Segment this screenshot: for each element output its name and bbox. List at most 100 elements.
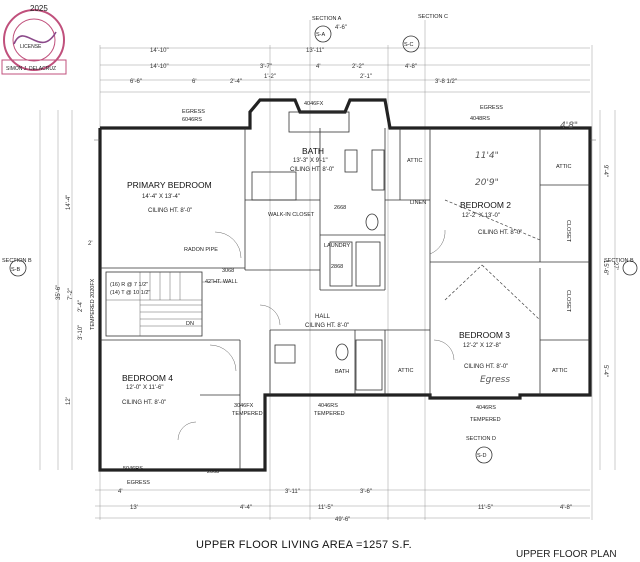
section-c-label: SECTION C (418, 14, 448, 20)
handwritten-2: 20'9" (475, 178, 499, 188)
attic-label-1: ATTIC (407, 158, 423, 164)
dim-right2: 15'-6" (602, 260, 608, 275)
plan-title: UPPER FLOOR PLAN (516, 549, 617, 560)
bedroom4-size: 12'-0" X 11'-6" (126, 385, 163, 391)
stairs-dn-label: DN (186, 321, 194, 327)
walkin-closet-label: WALK-IN CLOSET (268, 212, 315, 218)
dim-top11: 2'-4" (230, 79, 242, 85)
attic-label-3: ATTIC (398, 368, 414, 374)
section-d-label: SECTION D (466, 436, 496, 442)
dimension-gridlines (39, 20, 616, 520)
dim-bottom3: 11'-5" (318, 505, 333, 511)
attic-label-2: ATTIC (556, 164, 572, 170)
stair-note-1: (16) R @ 7 1/2" (110, 282, 148, 288)
section-a-tag: S-A (316, 32, 326, 38)
section-b-right-marker (622, 260, 638, 276)
dim-bottom2: 4'-4" (240, 505, 252, 511)
bedroom3-size: 12'-2" X 12'-8" (463, 343, 501, 349)
dim-top7: 2'-2" (352, 64, 364, 70)
stamp-year: 2025 (30, 4, 48, 13)
dim-bottom1: 13' (130, 505, 138, 511)
section-d-marker (475, 446, 493, 464)
dim-top15: 4'-8" (405, 64, 417, 70)
window-top-code: 4046FX (304, 101, 324, 107)
door-code-2: 2668 (334, 205, 346, 211)
primary-bedroom-name: PRIMARY BEDROOM (127, 180, 212, 190)
section-a-label: SECTION A (312, 16, 342, 22)
stamp-name: SIMON J. DELACRUZ (6, 66, 56, 72)
closet-dashes (444, 199, 541, 321)
tempered1-label: TEMPERED (232, 411, 263, 417)
dim-bottom5: 4'-8" (560, 505, 572, 511)
staircase (105, 271, 230, 337)
dim-bottom4: 11'-5" (478, 505, 493, 511)
dim-top5: 3'-7" (260, 64, 272, 70)
door-code-4: 2068 (207, 469, 219, 475)
egress-top-label: EGRESS (182, 109, 205, 115)
handwritten-1: 11'4" (475, 151, 499, 161)
primary-bedroom-size: 14'-4" X 13'-4" (142, 194, 180, 200)
exterior-walls (98, 98, 592, 472)
tempered1-code: 3046FX (234, 403, 254, 409)
bedroom3-name: BEDROOM 3 (459, 330, 510, 340)
door-code-1: 3068 (222, 268, 234, 274)
dim-top10: 6' (192, 79, 196, 85)
tempered-left-label: TEMPERED 2020FX (90, 278, 96, 330)
section-c-tag: S-C (404, 42, 414, 48)
dim-top1: 4'-6" (335, 25, 347, 31)
wall-42-label: 42"HT. WALL (205, 279, 238, 285)
living-area-caption: UPPER FLOOR LIVING AREA =1257 S.F. (196, 539, 412, 551)
tempered3-label: TEMPERED (470, 417, 501, 423)
dim-top12: 1'-2" (264, 74, 276, 80)
dim-left2: 2' (88, 241, 92, 247)
bath-top-name: BATH (302, 146, 324, 156)
dim-bottom6: 49'-6" (335, 517, 350, 523)
tempered3-code: 4046RS (476, 405, 496, 411)
bedroom2-size: 12'-2" X 13'-0" (462, 213, 500, 219)
dim-top14: 3'-8 1/2" (435, 79, 457, 85)
bedroom3-ceiling: CILING HT. 8'-0" (464, 364, 508, 370)
dim-top9: 6'-6" (130, 79, 142, 85)
egress-right-label: EGRESS (480, 105, 503, 111)
attic-label-4: ATTIC (552, 368, 568, 374)
linen-label: LINEN (410, 200, 426, 206)
hall-name: HALL (315, 314, 331, 320)
dim-left6: 3'-10" (78, 325, 84, 340)
bedroom4-ceiling: CILING HT. 8'-0" (122, 400, 166, 406)
egress-right-code: 4048RS (470, 116, 490, 122)
bedroom4-name: BEDROOM 4 (122, 373, 173, 383)
bath-fixtures (251, 149, 385, 391)
tempered2-code: 4046RS (318, 403, 338, 409)
stair-note-2: (14) T @ 10 1/2" (110, 290, 150, 296)
closet-label-1: CLOSET (565, 220, 571, 243)
dim-left5: 2'-4" (78, 300, 84, 312)
dim-bottom7: 4' (118, 489, 122, 495)
section-c-marker (402, 35, 420, 53)
bath-top-ceiling: CILING HT. 8'-0" (290, 167, 334, 173)
handwritten-3: 4'8" (560, 121, 578, 131)
radon-pipe-label: RADON PIPE (184, 247, 218, 253)
dim-bottom8: 3'-11" (285, 489, 300, 495)
dim-top3: 13'-11" (306, 48, 324, 54)
dim-right4: 5'-4" (602, 365, 608, 377)
dim-bottom9: 3'-6" (360, 489, 372, 495)
egress-bottom-label: EGRESS (127, 480, 150, 486)
tempered2-label: TEMPERED (314, 411, 345, 417)
dim-left1: 14'-4" (66, 195, 72, 210)
handwritten-4: Egress (480, 375, 510, 385)
dim-right3: 27' (612, 262, 618, 270)
dim-top4: 14'-10" (150, 64, 169, 70)
dim-top8: 4' (316, 64, 320, 70)
bedroom2-ceiling: CILING HT. 8'-0" (478, 230, 522, 236)
door-swings (177, 229, 455, 441)
egress-bottom-code: 5046RS (123, 466, 143, 472)
egress-top-code: 6046RS (182, 117, 202, 123)
license-stamp (1, 9, 67, 75)
dim-left3: 35'-6" (56, 285, 62, 300)
bedroom2-name: BEDROOM 2 (460, 200, 511, 210)
dim-top2: 14'-10" (150, 48, 169, 54)
stamp-license: LICENSE (20, 44, 42, 50)
section-b-label: SECTION B (2, 258, 32, 264)
dim-left4: 7'-2" (68, 288, 74, 300)
